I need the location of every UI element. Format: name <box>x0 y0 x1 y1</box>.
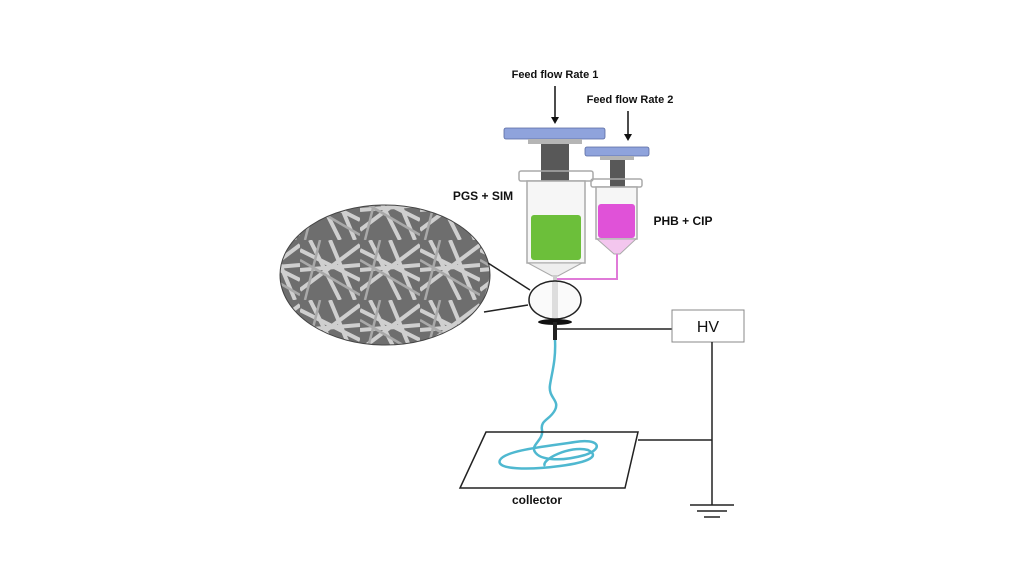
feed-rate-1-label: Feed flow Rate 1 <box>512 69 599 81</box>
collector-plate <box>458 431 639 489</box>
syringe-2 <box>584 146 650 255</box>
hv-power-supply <box>671 309 745 343</box>
collector-label: collector <box>512 493 562 507</box>
hv-label: HV <box>697 319 720 336</box>
feed-rate-2-label: Feed flow Rate 2 <box>587 94 674 106</box>
arrow-head-icon <box>551 117 559 124</box>
arrow-head-icon <box>624 134 632 141</box>
fiber-jet <box>498 339 598 470</box>
coaxial-nozzle <box>528 280 582 340</box>
solution-1-label: PGS + SIM <box>453 189 513 203</box>
zoom-line <box>483 304 529 313</box>
feed-tube <box>557 254 618 280</box>
sem-fiber-image <box>279 204 491 346</box>
zoom-line <box>487 262 531 291</box>
syringe-1 <box>503 127 606 284</box>
solution-2-label: PHB + CIP <box>653 214 712 228</box>
ground-icon <box>690 504 734 518</box>
